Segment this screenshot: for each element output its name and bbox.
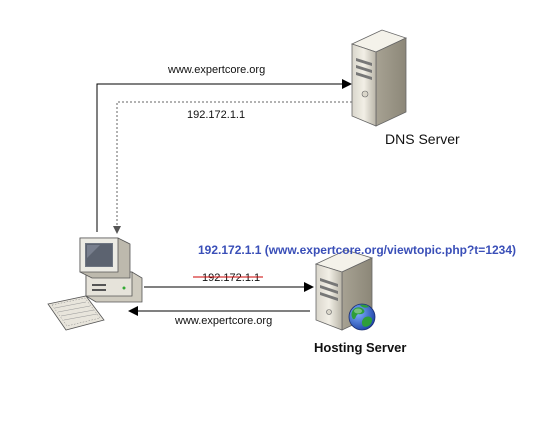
globe-icon: [348, 303, 376, 331]
dns-server-label: DNS Server: [385, 131, 460, 147]
hosting-request-ip-label: 192.172.1.1: [202, 272, 260, 284]
dns-query-line: [96, 79, 352, 232]
dns-reply-line: [113, 101, 352, 234]
desktop-computer-icon: [47, 237, 143, 331]
dns-reply-ip-label: 192.172.1.1: [187, 109, 245, 121]
dns-query-label: www.expertcore.org: [167, 64, 265, 76]
hosting-response-label: www.expertcore.org: [174, 315, 272, 327]
hosting-server-label: Hosting Server: [314, 340, 406, 355]
server-tower-icon: [350, 29, 408, 127]
hosting-note-label: 192.172.1.1 (www.expertcore.org/viewtopi…: [198, 243, 516, 257]
web-server-globe-icon: [314, 249, 376, 331]
